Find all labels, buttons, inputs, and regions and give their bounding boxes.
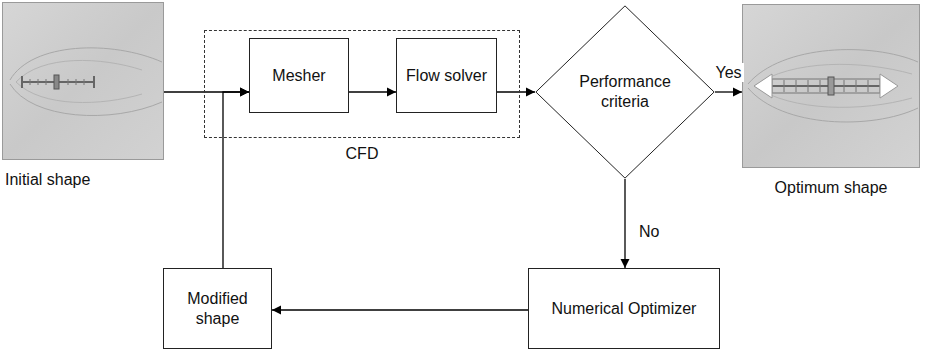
decision-diamond: Performance criteria [535, 5, 715, 179]
edge-label: No [637, 222, 661, 241]
label-text: Modified shape [172, 289, 263, 329]
flow-arrow [621, 179, 630, 268]
edge-label: Yes [713, 63, 743, 82]
flow-arrow [223, 88, 249, 269]
diamond-outline [535, 5, 715, 179]
flow-arrow [272, 306, 528, 315]
initial-shape-picture [2, 2, 164, 160]
optimum-shape-picture [742, 4, 920, 168]
label-text: CFD [205, 145, 519, 163]
initial-shape-image: Initial shape [2, 2, 164, 160]
process-box: Numerical Optimizer [528, 268, 720, 349]
process-box: Mesher [249, 38, 349, 113]
label-text: Numerical Optimizer [552, 299, 697, 319]
optimum-shape-image: Optimum shape [742, 4, 920, 168]
label-text: Flow solver [406, 66, 487, 86]
label-text: Initial shape [5, 171, 90, 189]
label-text: Mesher [272, 66, 325, 86]
flow-arrow [715, 88, 742, 97]
flow-arrow [497, 88, 535, 97]
cfd-group: CFDMesherFlow solver [204, 30, 520, 138]
process-box: Modified shape [163, 268, 272, 349]
flow-arrow [349, 88, 396, 97]
diamond-text-holder: Performance criteria [573, 72, 677, 112]
label-text: Performance criteria [573, 72, 677, 112]
diamond-text-area: Performance criteria [535, 5, 715, 179]
label-text: Optimum shape [743, 179, 919, 197]
process-box: Flow solver [396, 38, 497, 113]
